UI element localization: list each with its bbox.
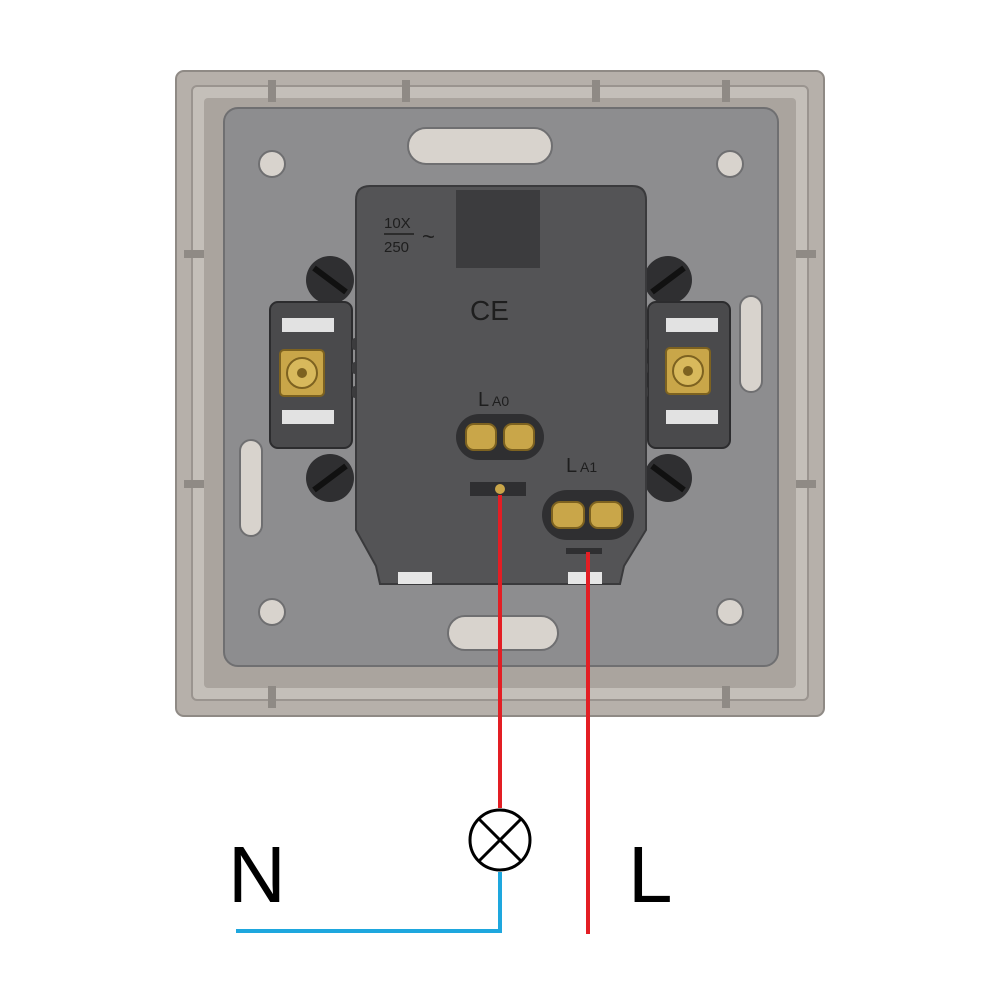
neutral-label: N	[228, 830, 286, 919]
frame-clip	[796, 480, 816, 488]
terminal-clamp	[551, 501, 585, 529]
phase-label: L	[628, 830, 673, 919]
frame-clip	[268, 80, 276, 102]
frame-clip	[722, 686, 730, 708]
frame-clip	[592, 80, 600, 102]
claw-screw	[306, 454, 354, 502]
terminal-clamp	[589, 501, 623, 529]
neutral-wire	[236, 872, 502, 933]
ce-mark: CE	[470, 295, 509, 326]
frame-clip	[184, 250, 204, 258]
frame-clip	[184, 480, 204, 488]
rating-ac-symbol: ~	[422, 224, 435, 249]
frame-clip	[722, 80, 730, 102]
housing-notch	[456, 190, 540, 268]
plate-slot-side	[739, 295, 763, 393]
claw-screw	[644, 454, 692, 502]
frame-clip	[268, 686, 276, 708]
la1-label: L	[566, 455, 577, 477]
plate-hole	[258, 598, 286, 626]
terminal-la0	[456, 414, 544, 460]
frame-clip	[402, 80, 410, 102]
wires	[236, 495, 590, 934]
terminal-clamp	[503, 423, 535, 451]
housing-base-slot	[398, 572, 432, 584]
plate-hole	[716, 150, 744, 178]
la1-sub: A1	[580, 459, 597, 475]
lamp-symbol-icon	[468, 808, 532, 872]
switch-housing: 10X 250 ~ CE L A0 L A1	[355, 185, 647, 585]
la0-sub: A0	[492, 393, 509, 409]
housing-body	[355, 185, 647, 585]
plate-hole	[258, 150, 286, 178]
terminal-clamp	[465, 423, 497, 451]
terminal-la1	[542, 490, 634, 554]
claw-screw	[644, 256, 692, 304]
frame-clip	[796, 250, 816, 258]
claw-screw	[306, 256, 354, 304]
plate-hole	[716, 598, 744, 626]
plate-slot-bottom	[447, 615, 559, 651]
la0-label: L	[478, 389, 489, 411]
rating-current: 10X	[384, 215, 411, 232]
plate-slot-top	[407, 127, 553, 165]
rating-voltage: 250	[384, 239, 409, 256]
claw-screws	[306, 256, 692, 502]
plate-slot-side	[239, 439, 263, 537]
housing-base-slot	[568, 572, 602, 584]
